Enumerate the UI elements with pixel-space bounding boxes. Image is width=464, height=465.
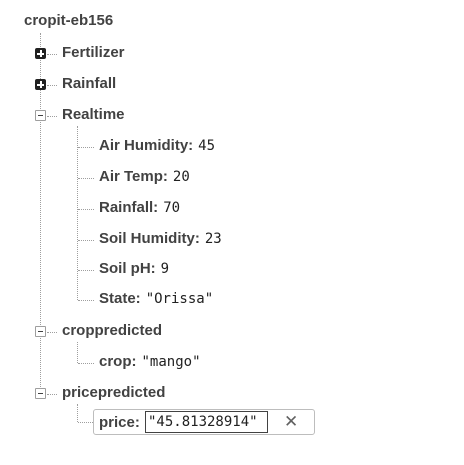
- field-value[interactable]: 20: [172, 169, 190, 185]
- field-value[interactable]: "mango": [141, 354, 201, 370]
- price-key-label: price:: [99, 414, 140, 431]
- field-key: Rainfall:: [99, 199, 159, 216]
- root-node-title[interactable]: cropit-eb156: [24, 12, 114, 29]
- collapse-realtime-icon[interactable]: [35, 110, 46, 121]
- tree-line: [78, 270, 94, 271]
- price-value-input[interactable]: [145, 411, 268, 433]
- expand-fertilizer-icon[interactable]: [35, 48, 46, 59]
- field-key: Soil pH:: [99, 260, 156, 277]
- expand-rainfall-icon[interactable]: [35, 79, 46, 90]
- tree-line: [78, 240, 94, 241]
- field-value[interactable]: 70: [163, 200, 181, 216]
- tree-line: [78, 209, 94, 210]
- realtime-state[interactable]: State: "Orissa": [99, 290, 213, 307]
- field-value[interactable]: 9: [160, 261, 170, 277]
- node-rainfall[interactable]: Rainfall: [62, 75, 117, 92]
- tree-line: [78, 300, 94, 301]
- tree-line: [77, 404, 78, 422]
- node-croppredicted[interactable]: croppredicted: [62, 322, 163, 339]
- tree-line: [47, 116, 57, 117]
- tree-line: [78, 178, 94, 179]
- tree-line: [47, 394, 57, 395]
- tree-line: [47, 54, 57, 55]
- field-value[interactable]: "Orissa": [145, 291, 214, 307]
- realtime-rainfall[interactable]: Rainfall: 70: [99, 199, 180, 216]
- tree-line: [78, 422, 93, 423]
- field-key: crop:: [99, 353, 137, 370]
- close-icon[interactable]: ✕: [284, 412, 299, 431]
- tree-line: [78, 147, 94, 148]
- field-value[interactable]: 45: [198, 138, 216, 154]
- realtime-soil-humidity[interactable]: Soil Humidity: 23: [99, 230, 222, 247]
- collapse-croppredicted-icon[interactable]: [35, 326, 46, 337]
- tree-line: [77, 126, 78, 300]
- field-key: State:: [99, 290, 141, 307]
- price-edit-row: price: ✕: [93, 409, 315, 435]
- croppredicted-crop[interactable]: crop: "mango": [99, 353, 201, 370]
- node-realtime[interactable]: Realtime: [62, 106, 125, 123]
- field-value[interactable]: 23: [204, 231, 222, 247]
- collapse-pricepredicted-icon[interactable]: [35, 388, 46, 399]
- realtime-air-temp[interactable]: Air Temp: 20: [99, 168, 190, 185]
- realtime-air-humidity[interactable]: Air Humidity: 45: [99, 137, 215, 154]
- tree-line: [78, 363, 94, 364]
- tree-line: [47, 332, 57, 333]
- tree-line: [47, 85, 57, 86]
- realtime-soil-ph[interactable]: Soil pH: 9: [99, 260, 169, 277]
- tree-line: [77, 342, 78, 363]
- field-key: Air Temp:: [99, 168, 168, 185]
- tree-line: [40, 33, 41, 393]
- field-key: Air Humidity:: [99, 137, 194, 154]
- node-pricepredicted[interactable]: pricepredicted: [62, 384, 166, 401]
- field-key: Soil Humidity:: [99, 230, 200, 247]
- node-fertilizer[interactable]: Fertilizer: [62, 44, 125, 61]
